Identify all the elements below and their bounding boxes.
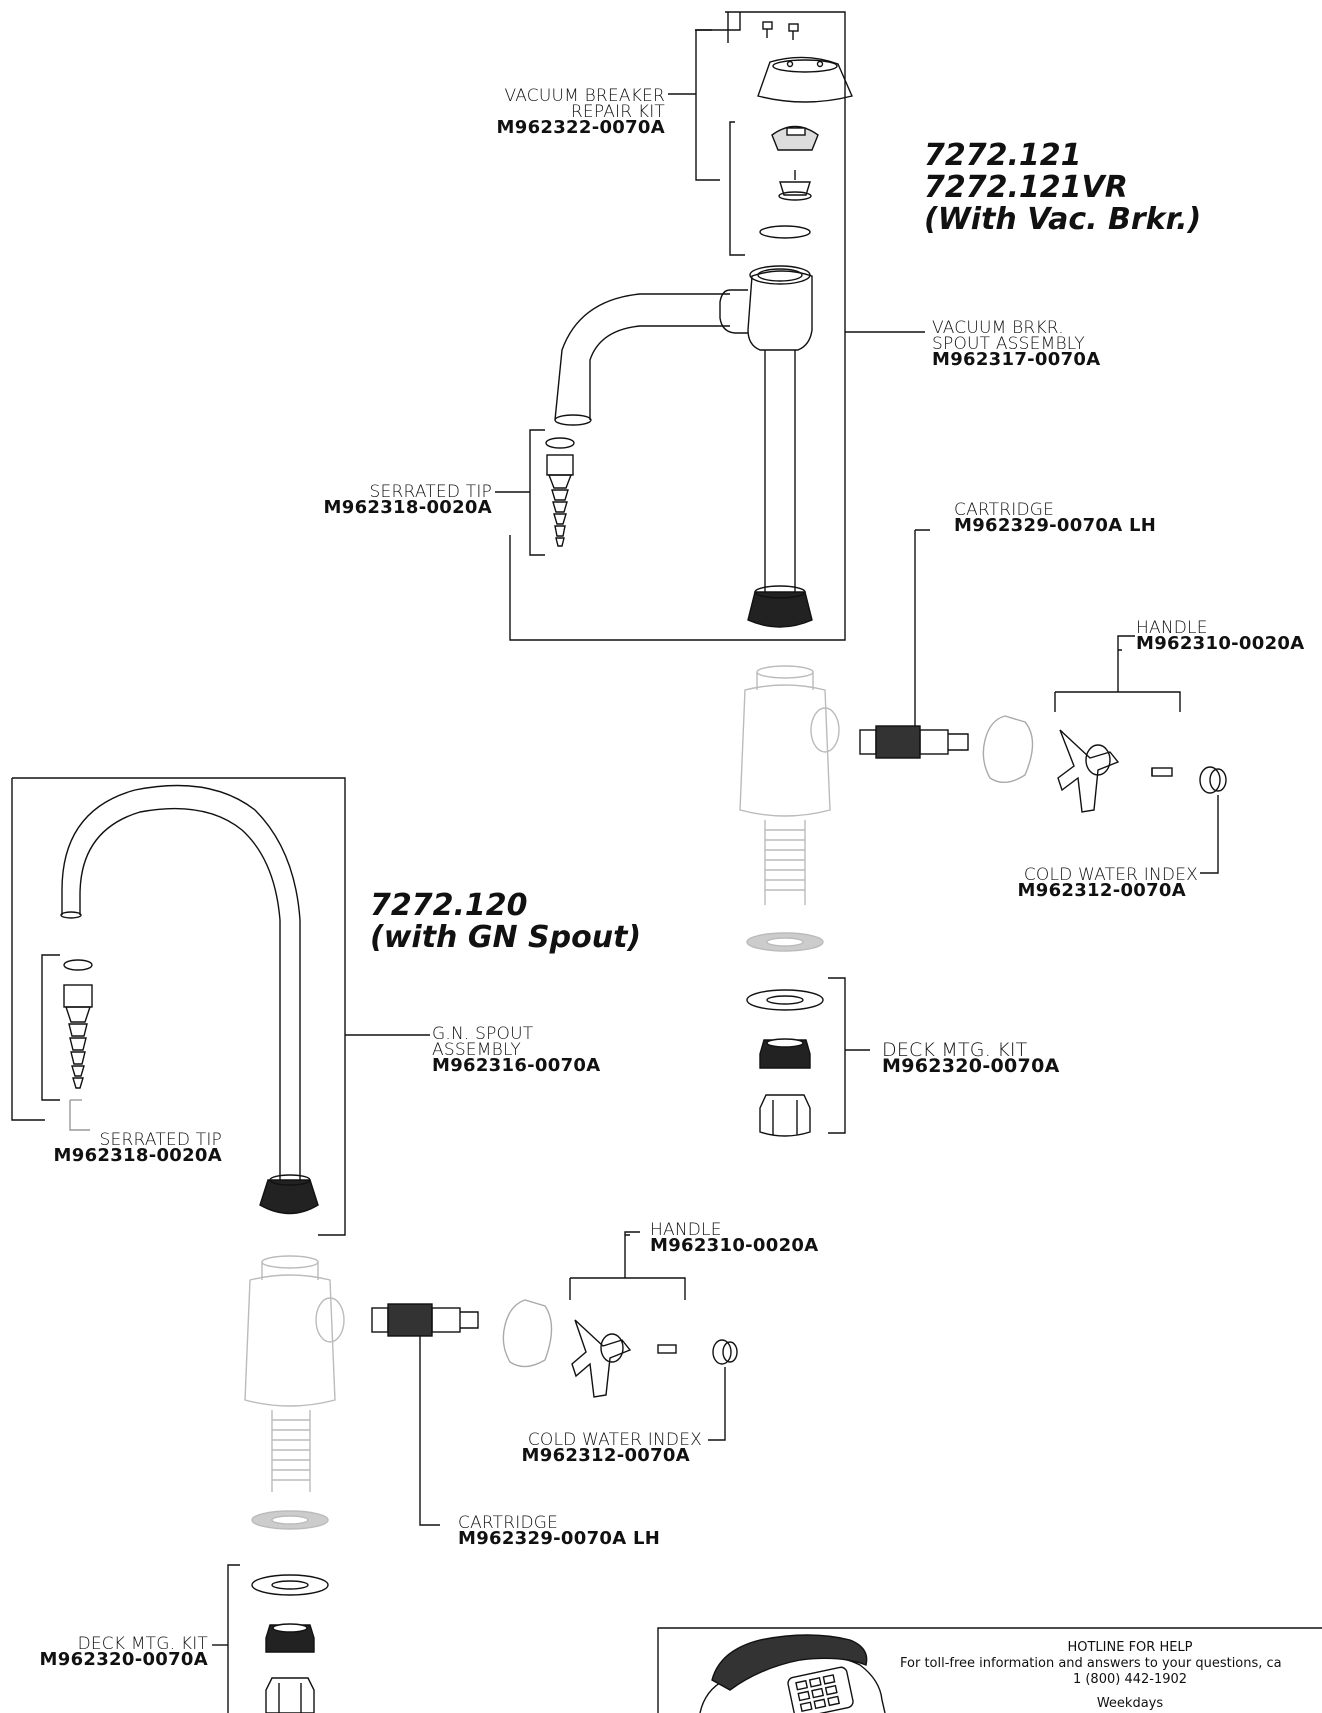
valve-body-icon [739,665,840,952]
serrated-tip-bracket-upper [529,429,545,556]
part-number: M962310-0020A [1136,633,1305,654]
cartridge-icon [371,1303,479,1337]
part-name: SPOUT ASSEMBLY [932,334,1085,354]
part-number: M962329-0070A LH [458,1528,661,1549]
serrated-tip-icon [63,984,93,1089]
part-number: M962318-0020A [53,1145,222,1166]
index-label-lower: COLD WATER INDEX M962312-0070A [490,1430,702,1466]
part-name: REPAIR KIT [570,102,665,122]
cartridge-icon [859,725,969,759]
part-number: M962312-0070A [1017,880,1186,901]
serrated-tip-icon [546,454,574,547]
cartridge-label-upper: CARTRIDGE M962329-0070A LH [954,500,1157,536]
part-name: G.N. SPOUT [432,1024,534,1044]
telephone-icon [699,1634,886,1713]
gn-kit-bracket [12,777,346,1236]
part-name: DECK MTG. KIT [882,1039,1028,1061]
part-name: COLD WATER INDEX [1023,865,1198,885]
model-title-lower: 7272.120 (with GN Spout) [370,890,641,954]
part-name: CARTRIDGE [458,1513,559,1533]
model-title-upper: 7272.121 7272.121VR (With Vac. Brkr.) [924,140,1201,236]
part-name: SERRATED TIP [369,482,492,502]
hex-nut-icon [265,1623,315,1653]
gooseneck-spout-icon [60,784,319,1215]
deck-kit-label-upper: DECK MTG. KIT M962320-0070A [882,1039,1060,1077]
hotline-text: For toll-free information and answers to… [900,1656,1282,1671]
index-cap-icon [1199,766,1221,794]
part-number: M962316-0070A [432,1055,601,1076]
hex-nut-icon [759,1094,811,1137]
hotline-phone: 1 (800) 442-1902 [1072,1672,1188,1687]
hex-nut-icon [265,1677,315,1713]
vacuum-kit-bracket [509,11,846,641]
screw-icon [762,21,799,40]
part-name: HANDLE [1136,618,1208,638]
cartridge-label-lower: CARTRIDGE M962329-0070A LH [458,1513,661,1549]
model-variant: (With Vac. Brkr.) [924,202,1202,237]
part-name: DECK MTG. KIT [77,1634,208,1654]
deck-kit-bracket-lower [227,1564,240,1713]
part-name: VACUUM BREAKER [504,86,665,106]
valve-body-icon [244,1255,345,1530]
hotline-box [657,1627,1322,1713]
model-number: 7272.121 [924,138,1082,173]
part-number: M962322-0070A [496,117,665,138]
part-number: M962318-0020A [323,497,492,518]
model-number-vr: 7272.121VR [924,170,1128,205]
hex-nut-icon [759,1038,811,1069]
washer-icon [746,989,824,1011]
part-name: CARTRIDGE [954,500,1055,520]
hotline-heading: HOTLINE FOR HELP [1067,1640,1193,1655]
part-name: VACUUM BRKR. [932,318,1064,338]
serrated-tip-label-upper: SERRATED TIP M962318-0020A [280,482,492,518]
vacuum-spout-label: VACUUM BRKR. SPOUT ASSEMBLY M962317-0070… [932,318,1101,370]
handle-knob-icon [982,715,1034,783]
part-number: M962312-0070A [521,1445,690,1466]
part-name: ASSEMBLY [432,1040,521,1060]
part-number: M962310-0020A [650,1235,819,1256]
handle-knob-icon [502,1299,553,1368]
handle-label-upper: HANDLE M962310-0020A [1136,618,1305,654]
part-name: COLD WATER INDEX [527,1430,702,1450]
deck-kit-bracket-upper [828,977,846,1134]
model-number: 7272.120 [370,888,528,923]
index-label-upper: COLD WATER INDEX M962312-0070A [980,865,1198,901]
part-number: M962320-0070A [39,1649,208,1670]
hotline-hours: Weekdays [1096,1696,1164,1711]
serrated-tip-bracket-lower [41,954,60,1101]
part-number: M962320-0070A [882,1055,1060,1077]
index-cap-icon [712,1339,732,1365]
model-variant: (with GN Spout) [370,920,642,955]
serrated-tip-label-lower: SERRATED TIP M962318-0020A [20,1130,222,1166]
part-number: M962317-0070A [932,349,1101,370]
part-name: HANDLE [650,1220,722,1240]
o-ring-icon [759,225,811,239]
washer-icon [251,1574,329,1596]
part-number: M962329-0070A LH [954,515,1157,536]
handle-icon [1057,729,1120,813]
vacuum-cap-icon [757,56,853,103]
vacuum-spout-icon [554,265,813,628]
handle-icon [571,1319,632,1398]
gn-spout-label: G.N. SPOUT ASSEMBLY M962316-0070A [432,1024,601,1076]
deck-kit-label-lower: DECK MTG. KIT M962320-0070A [0,1634,208,1670]
part-name: SERRATED TIP [99,1130,222,1150]
handle-label-lower: HANDLE M962310-0020A [650,1220,819,1256]
vacuum-kit-subbracket [695,29,720,181]
vacuum-breaker-kit-label: VACUUM BREAKER REPAIR KIT M962322-0070A [455,86,665,138]
